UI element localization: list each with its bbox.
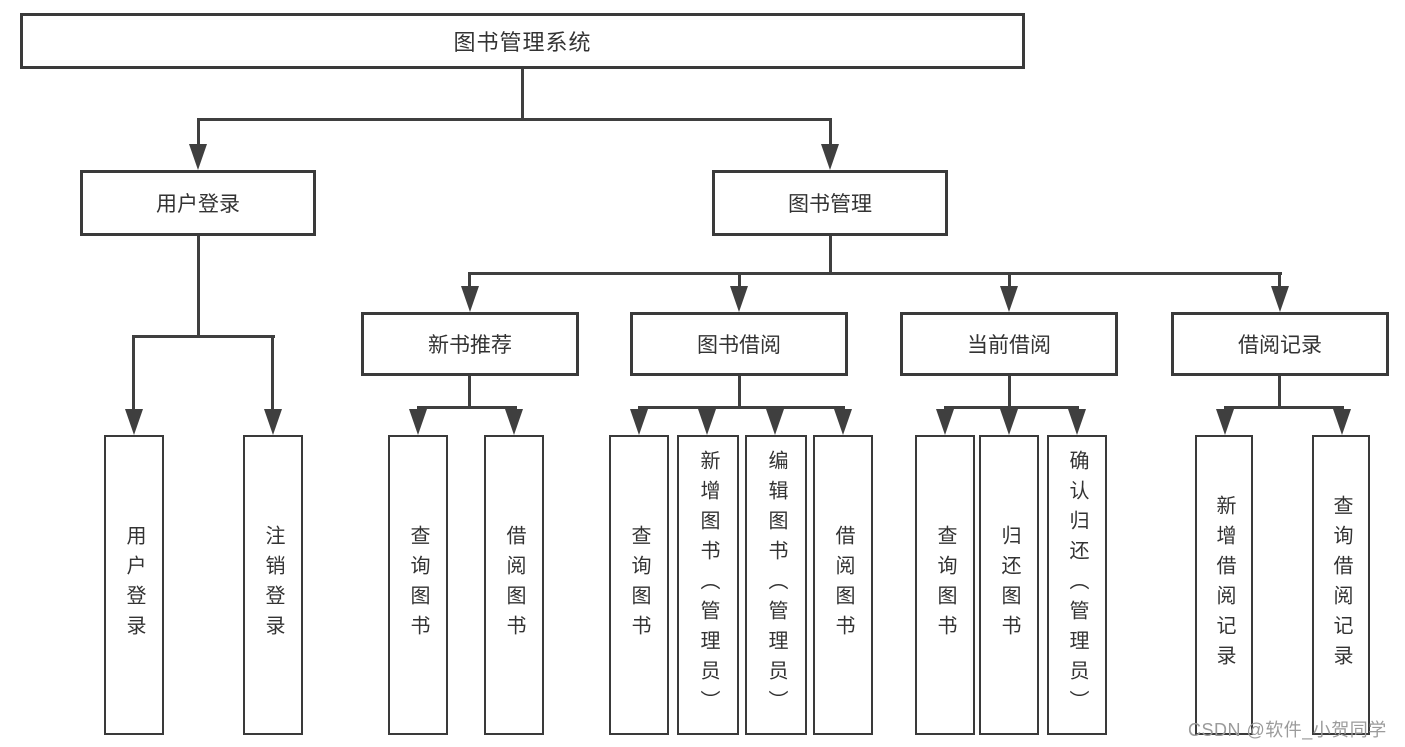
node-book-borrow: 图书借阅 [630, 312, 848, 376]
arrowhead-icon [1068, 409, 1086, 435]
arrowhead-icon [821, 144, 839, 170]
connector-level2-hline [197, 118, 832, 121]
leaf-query-books-current: 查询图书 [915, 435, 975, 735]
node-user-login: 用户登录 [80, 170, 316, 236]
connector-group3-stem [1008, 376, 1011, 407]
arrowhead-icon [1000, 286, 1018, 312]
connector-userlogin-shaft-right [271, 335, 274, 411]
connector-level3-shaft-1 [468, 272, 471, 290]
leaf-borrow-books-recommend: 借阅图书 [484, 435, 544, 735]
connector-level3-shaft-3 [1008, 272, 1011, 290]
leaf-add-borrow-record: 新增借阅记录 [1195, 435, 1253, 735]
arrowhead-icon [1216, 409, 1234, 435]
connector-group2-stem [738, 376, 741, 407]
connector-userlogin-hline [133, 335, 275, 338]
connector-level3-shaft-2 [738, 272, 741, 290]
csdn-watermark: CSDN @软件_小贺同学 [1188, 720, 1387, 740]
leaf-query-books-recommend: 查询图书 [388, 435, 448, 735]
leaf-logout: 注销登录 [243, 435, 303, 735]
arrowhead-icon [936, 409, 954, 435]
arrowhead-icon [125, 409, 143, 435]
connector-root-stem [521, 69, 524, 119]
leaf-query-books-borrow: 查询图书 [609, 435, 669, 735]
connector-bookmgmt-stem [829, 236, 832, 274]
leaf-user-login: 用户登录 [104, 435, 164, 735]
arrowhead-icon [766, 409, 784, 435]
connector-level3-hline [468, 272, 1282, 275]
node-current-borrow: 当前借阅 [900, 312, 1118, 376]
connector-group4-stem [1278, 376, 1281, 407]
arrowhead-icon [189, 144, 207, 170]
connector-level2-shaft-right [829, 118, 832, 148]
leaf-query-borrow-record: 查询借阅记录 [1312, 435, 1370, 735]
connector-group1-stem [468, 376, 471, 407]
arrowhead-icon [1000, 409, 1018, 435]
arrowhead-icon [1333, 409, 1351, 435]
connector-userlogin-stem [197, 236, 200, 336]
arrowhead-icon [409, 409, 427, 435]
node-new-book-recommend: 新书推荐 [361, 312, 579, 376]
node-root: 图书管理系统 [20, 13, 1025, 69]
connector-group3-hline [944, 406, 1079, 409]
arrowhead-icon [505, 409, 523, 435]
arrowhead-icon [630, 409, 648, 435]
leaf-return-book: 归还图书 [979, 435, 1039, 735]
arrowhead-icon [461, 286, 479, 312]
connector-level2-shaft-left [197, 118, 200, 148]
leaf-add-book-admin: 新增图书（管理员） [677, 435, 739, 735]
arrowhead-icon [1271, 286, 1289, 312]
leaf-edit-book-admin: 编辑图书（管理员） [745, 435, 807, 735]
connector-userlogin-shaft-left [132, 335, 135, 411]
connector-group4-hline [1224, 406, 1344, 409]
connector-level3-shaft-4 [1278, 272, 1281, 290]
arrowhead-icon [698, 409, 716, 435]
arrowhead-icon [834, 409, 852, 435]
arrowhead-icon [264, 409, 282, 435]
node-borrow-records: 借阅记录 [1171, 312, 1389, 376]
arrowhead-icon [730, 286, 748, 312]
leaf-borrow-books: 借阅图书 [813, 435, 873, 735]
connector-group1-hline [417, 406, 517, 409]
connector-group2-hline [638, 406, 845, 409]
node-book-management: 图书管理 [712, 170, 948, 236]
leaf-confirm-return-admin: 确认归还（管理员） [1047, 435, 1107, 735]
